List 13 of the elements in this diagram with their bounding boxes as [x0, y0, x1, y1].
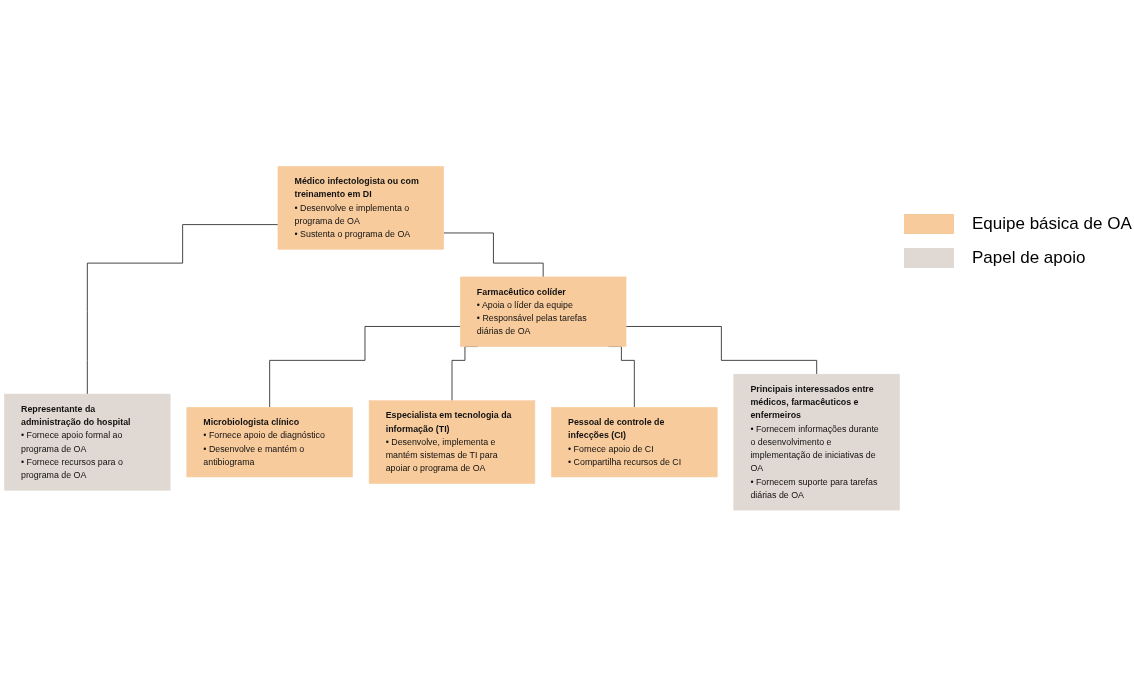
- connector: [443, 232, 544, 278]
- node-box: Representante da administração do hospital • Fornece apoio formal ao programa de OA • Fornece recursos para o programa de OA: [4, 394, 171, 491]
- node-box: Principais interessados entre médicos, farmacêuticos e enfermeiros • Fornecem informações durante o desenvolvimento e implementação de iniciativas de OA • Fornecem suporte para tarefas diárias de OA: [733, 374, 900, 511]
- node-box: Microbiologista clínico • Fornece apoio de diagnóstico • Desenvolve e mantém o antibiograma: [186, 407, 353, 478]
- legend-text: Equipe básica de OA: [972, 214, 1132, 234]
- node-box: Farmacêutico colíder • Apoia o líder da equipe • Responsável pelas tarefas diárias de OA: [460, 276, 627, 348]
- connector: [625, 326, 818, 375]
- connector: [86, 224, 279, 395]
- connector: [269, 326, 461, 408]
- node-box: Médico infectologista ou com treinamento em DI • Desenvolve e implementa o programa de OA • Sustenta o programa de OA: [277, 166, 444, 250]
- node-box: Pessoal de controle de infecções (CI) • Fornece apoio de CI • Compartilha recursos de CI: [551, 407, 718, 478]
- legend-text: Papel de apoio: [972, 248, 1086, 268]
- node-box: Especialista em tecnologia da informação (TI) • Desenvolve, implementa e mantém sistemas de TI para apoiar o programa de OA: [368, 400, 536, 485]
